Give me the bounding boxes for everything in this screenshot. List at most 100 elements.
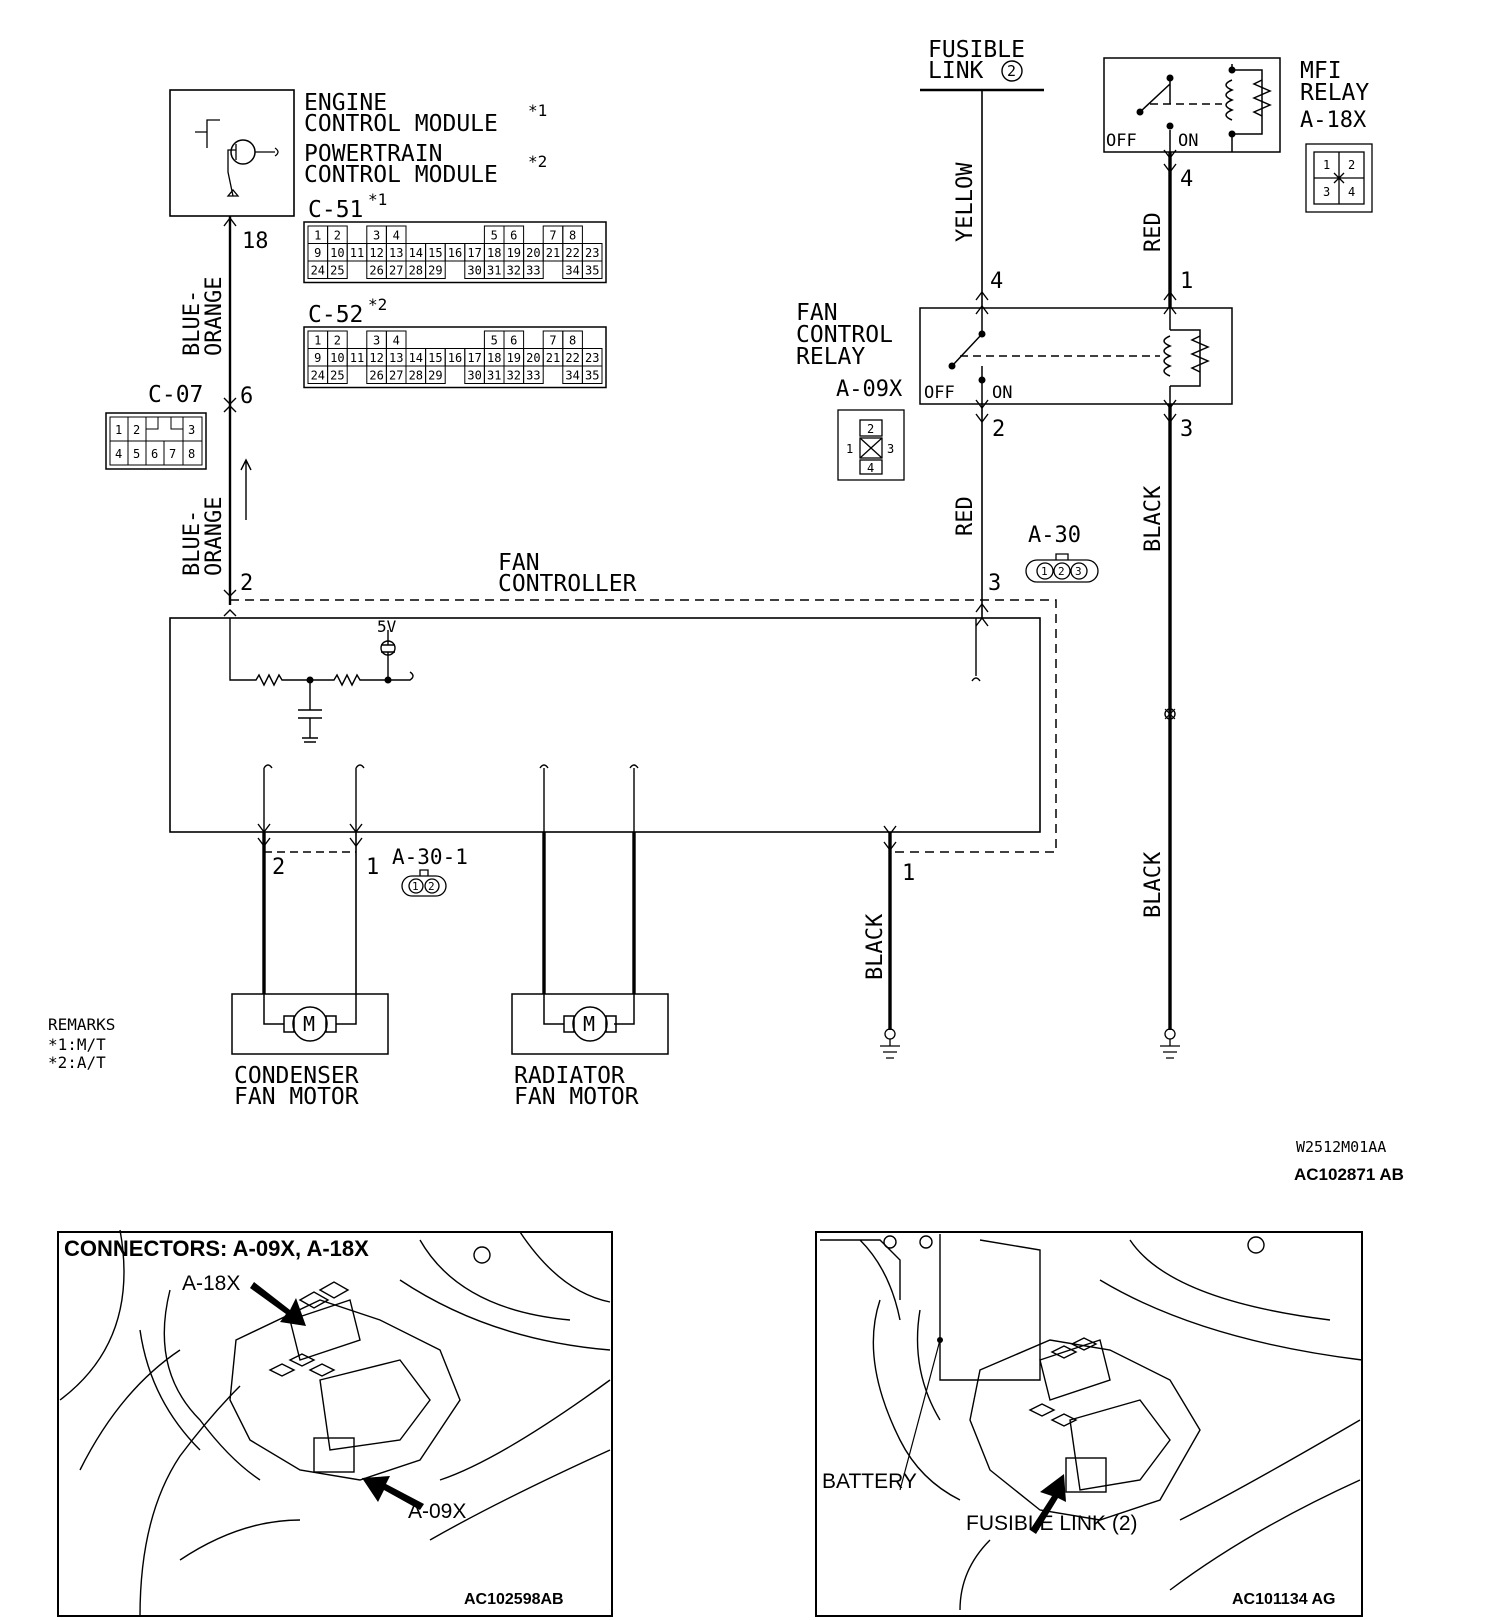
wire-black-3: BLACK — [1141, 851, 1166, 918]
wire-blue-orange-b1: BLUE- — [180, 510, 205, 576]
mfi-relay-label-2: RELAY — [1300, 80, 1369, 106]
ecm-sup-1: *1 — [528, 101, 547, 120]
wire-black-1: BLACK — [863, 913, 888, 980]
fan-relay-connector-label: A-09X — [836, 377, 903, 402]
fan-controller-label-2: CONTROLLER — [498, 571, 637, 597]
mfi-conn-pin-4: 4 — [1348, 185, 1355, 199]
connector-pin-number: 13 — [389, 246, 403, 260]
connector-pin-number: 25 — [330, 369, 344, 383]
connector-pin-number: 11 — [350, 246, 364, 260]
connector-pin-number: 16 — [448, 351, 462, 365]
connector-outline — [303, 221, 607, 284]
connector-pin-number: 3 — [373, 229, 380, 243]
connector-pin-number: 34 — [565, 369, 579, 383]
pcm-label-2: CONTROL MODULE — [304, 162, 498, 188]
wire-black-2: BLACK — [1141, 485, 1166, 552]
connector-pin-number: 11 — [350, 351, 364, 365]
c51-label: C-51 — [308, 197, 363, 223]
ecm-label-1: ENGINE — [304, 90, 387, 116]
c07-pin-3: 3 — [188, 423, 195, 437]
a301-pin-1: 1 — [366, 855, 379, 880]
connector-pin-cell — [425, 365, 446, 384]
c07-pin-5: 5 — [133, 447, 140, 461]
pcm-sup-2: *2 — [528, 152, 547, 171]
fan-relay-dot-1 — [978, 330, 986, 338]
c07-pin-1: 1 — [115, 423, 122, 437]
signal-arrow-up — [240, 458, 252, 520]
arrow-a09x — [362, 1476, 424, 1510]
wire-red-fan-label: RED — [953, 496, 978, 536]
connector-pin-cell — [581, 260, 603, 279]
a30-pin-1: 1 — [1041, 565, 1048, 578]
fan-controller-pin-1: 1 — [902, 861, 915, 886]
photo-left-title: CONNECTORS: A-09X, A-18X — [64, 1236, 369, 1261]
condenser-motor-m: M — [303, 1012, 315, 1036]
photo-left — [57, 1229, 613, 1617]
fan-relay-label-1: FAN — [796, 300, 838, 326]
remarks-1: *1:M/T — [48, 1035, 106, 1054]
connector-pin-number: 1 — [314, 229, 321, 243]
ecm-pin-18: 18 — [242, 229, 269, 254]
a301-label: A-30-1 — [392, 845, 468, 869]
a301-pin-2-c: 2 — [428, 880, 435, 893]
a30-connector — [1025, 553, 1099, 583]
fan-relay-conn-pin-1: 1 — [846, 442, 853, 456]
fan-controller-label-1: FAN — [498, 550, 540, 576]
drawing-code: W2512M01AA — [1296, 1138, 1386, 1156]
connector-pin-number: 1 — [314, 334, 321, 348]
fan-controller-pin-3: 3 — [988, 571, 1001, 596]
connector-pin-number: 23 — [585, 351, 599, 365]
fan-relay-pin-1: 1 — [1180, 269, 1193, 294]
c07-pin-2: 2 — [133, 423, 140, 437]
connector-pin-number: 3 — [373, 334, 380, 348]
connector-pin-number: 26 — [369, 264, 383, 278]
mfi-dot-1 — [1166, 74, 1174, 82]
connector-pin-number: 28 — [409, 264, 423, 278]
mfi-dot-5 — [1228, 130, 1236, 138]
wire-connector-marks — [223, 216, 237, 617]
fan-relay-conn-pin-3: 3 — [887, 442, 894, 456]
fan-relay-connector — [837, 409, 905, 481]
fusible-link-num: 2 — [1007, 62, 1016, 80]
connector-pin-number: 6 — [510, 334, 517, 348]
figure-code: AC102871 AB — [1294, 1165, 1404, 1184]
ground-wire-relay — [1160, 404, 1180, 1059]
ground-wire-controller — [880, 825, 900, 1059]
c07-pin-8: 8 — [188, 447, 195, 461]
connector-pin-number: 32 — [507, 369, 521, 383]
c07-pin-7: 7 — [169, 447, 176, 461]
motor-wires — [257, 823, 636, 994]
radiator-motor-m: M — [583, 1012, 595, 1036]
connector-pin-number: 13 — [389, 351, 403, 365]
connector-pin-cell — [523, 365, 544, 384]
connector-pin-number: 20 — [526, 351, 540, 365]
connector-pin-number: 30 — [467, 264, 481, 278]
a30-label: A-30 — [1028, 523, 1081, 548]
a301-pin-1-c: 1 — [412, 880, 419, 893]
connector-pin-number: 19 — [507, 246, 521, 260]
mfi-dot-2 — [1136, 108, 1144, 116]
connector-pin-number: 2 — [334, 334, 341, 348]
connector-pin-number: 19 — [507, 351, 521, 365]
c07-label: C-07 — [148, 382, 203, 408]
pcm-label-1: POWERTRAIN — [304, 141, 442, 167]
remarks-title: REMARKS — [48, 1015, 115, 1034]
mfi-off: OFF — [1106, 131, 1137, 151]
fan-relay-pin1-marks — [1163, 290, 1177, 315]
connector-pin-number: 33 — [526, 264, 540, 278]
connector-pin-number: 24 — [311, 264, 325, 278]
c07-pin-4: 4 — [115, 447, 122, 461]
fan-relay-pin-4: 4 — [990, 269, 1003, 294]
radiator-motor — [511, 993, 669, 1055]
fan-relay-dot-3 — [978, 376, 986, 384]
c07-connector — [105, 412, 207, 470]
mfi-relay-connector — [1305, 143, 1373, 213]
v5-label: 5V — [377, 617, 397, 636]
fan-relay-pin-3: 3 — [1180, 417, 1193, 442]
connector-pin-number: 32 — [507, 264, 521, 278]
connector-pin-number: 12 — [369, 351, 383, 365]
radiator-label-1: RADIATOR — [514, 1063, 625, 1089]
